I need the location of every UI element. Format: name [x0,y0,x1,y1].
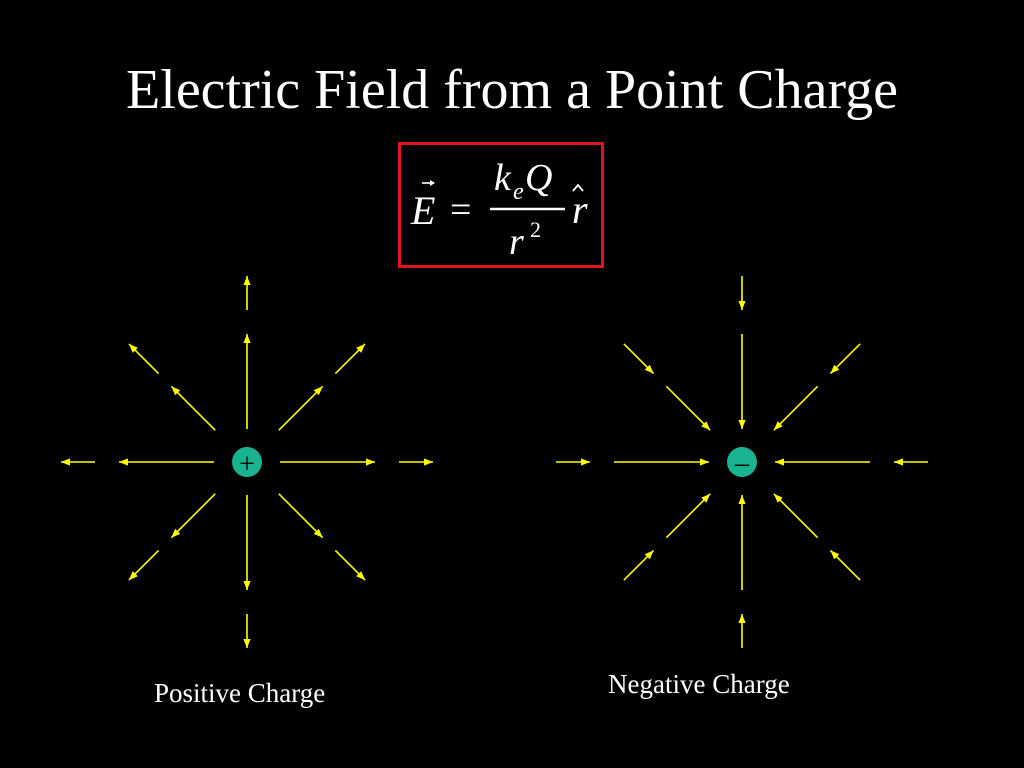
negative-arrow-up-right-inner [773,385,819,431]
negative-arrow-down-right-outer [829,549,861,581]
negative-arrow-up-inner [738,334,746,429]
negative-arrow-up-left-outer [623,343,655,375]
negative-arrow-down-left-inner [665,493,711,539]
positive-arrow-down-right-inner [278,493,324,539]
positive-arrow-left-inner [119,458,214,466]
negative-charge-caption: Negative Charge [608,669,790,699]
formula-exponent-2: 2 [530,217,541,242]
negative-arrow-left-outer [556,458,590,466]
negative-arrow-down-left-outer [623,549,655,581]
positive-charge-circle [232,447,262,477]
formula-k: k [494,157,512,199]
negative-field-lines [556,276,928,648]
positive-arrow-up-left-outer [128,343,160,375]
minus-sign-icon: – [734,448,750,479]
negative-arrow-up-left-inner [665,385,711,431]
positive-arrow-right-outer [399,458,433,466]
formula-Q: Q [525,157,552,199]
slide-title: Electric Field from a Point Charge [126,59,898,121]
formula-r: r [509,221,524,263]
positive-arrow-down-outer [243,614,251,648]
formula-r-hat: r [572,187,588,232]
negative-charge: – [727,447,757,479]
positive-arrow-down-left-outer [128,549,160,581]
negative-arrow-up-outer [738,276,746,310]
formula-equals: = [450,189,471,231]
negative-arrow-up-right-outer [829,343,861,375]
positive-arrow-right-inner [280,458,375,466]
formula-box: E = k e Q r 2 r [398,142,604,268]
positive-arrow-down-right-outer [334,549,366,581]
positive-arrow-up-left-inner [170,385,216,431]
positive-charge: + [232,447,262,480]
positive-arrow-up-outer [243,276,251,310]
positive-charge-caption: Positive Charge [154,678,326,708]
positive-arrow-down-inner [243,495,251,590]
negative-arrow-down-inner [738,495,746,590]
formula-E: E [410,188,435,233]
formula-subscript-e: e [513,179,524,205]
plus-sign-icon: + [239,449,255,480]
positive-arrow-up-right-outer [334,343,366,375]
negative-arrow-right-inner [775,458,870,466]
positive-arrow-up-right-inner [278,385,324,431]
positive-field-lines [61,276,433,648]
positive-arrow-up-inner [243,334,251,429]
negative-arrow-left-inner [614,458,709,466]
formula: E = k e Q r 2 r [410,157,588,263]
negative-arrow-down-outer [738,614,746,648]
negative-arrow-down-right-inner [773,493,819,539]
vector-arrow-icon [422,180,435,186]
hat-icon [572,183,584,192]
negative-arrow-right-outer [894,458,928,466]
positive-arrow-down-left-inner [170,493,216,539]
positive-arrow-left-outer [61,458,95,466]
negative-charge-circle [727,447,757,477]
